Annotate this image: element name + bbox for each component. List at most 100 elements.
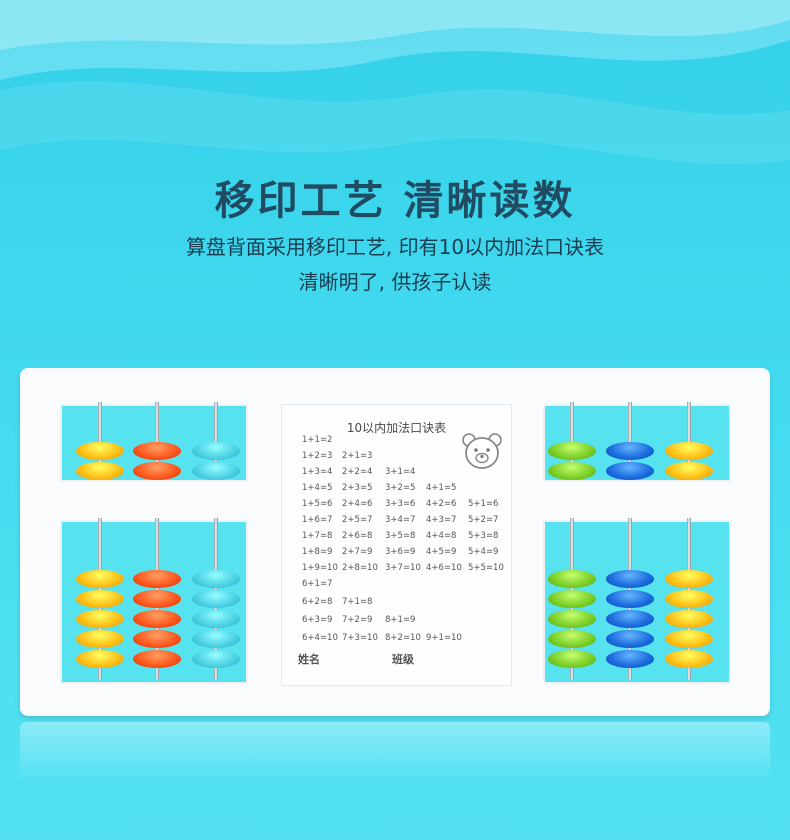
equation: 4+2=6 xyxy=(426,499,457,509)
equation: 5+4=9 xyxy=(468,547,499,557)
abacus-bead[interactable] xyxy=(192,570,240,588)
class-label: 班级 xyxy=(392,653,414,666)
equation: 5+3=8 xyxy=(468,531,499,541)
equation: 2+1=3 xyxy=(342,451,373,461)
abacus-bead[interactable] xyxy=(665,570,713,588)
abacus-rod xyxy=(570,402,574,478)
abacus-bead[interactable] xyxy=(76,610,124,628)
abacus-bead[interactable] xyxy=(133,630,181,648)
equation: 7+1=8 xyxy=(342,597,373,607)
equation: 6+4=10 xyxy=(302,633,338,643)
equation: 8+2=10 xyxy=(385,633,421,643)
equation: 3+7=10 xyxy=(385,563,421,573)
equation: 5+2=7 xyxy=(468,515,499,525)
equation: 2+4=6 xyxy=(342,499,373,509)
equation: 2+5=7 xyxy=(342,515,373,525)
reflection xyxy=(20,722,770,782)
equation: 6+3=9 xyxy=(302,615,333,625)
equation: 2+3=5 xyxy=(342,483,373,493)
abacus-bead[interactable] xyxy=(133,570,181,588)
abacus-bead[interactable] xyxy=(133,610,181,628)
equation: 3+1=4 xyxy=(385,467,416,477)
abacus-bead[interactable] xyxy=(606,462,654,480)
card-title: 10以内加法口诀表 xyxy=(346,421,447,435)
abacus-bead[interactable] xyxy=(548,610,596,628)
equation: 1+7=8 xyxy=(302,531,333,541)
equation: 1+2=3 xyxy=(302,451,333,461)
equation: 8+1=9 xyxy=(385,615,416,625)
abacus-rod xyxy=(214,402,218,478)
abacus-bead[interactable] xyxy=(548,650,596,668)
abacus-bead[interactable] xyxy=(606,610,654,628)
abacus-bead[interactable] xyxy=(606,590,654,608)
name-label: 姓名 xyxy=(298,653,320,666)
addition-table-card: 10以内加法口诀表 1+1=2 1+2=3 1+3=4 1+4=5 1+5=6 1+6=7… xyxy=(281,404,512,686)
subline-1: 算盘背面采用移印工艺, 印有10以内加法口诀表 xyxy=(185,235,605,259)
abacus-bead[interactable] xyxy=(76,650,124,668)
equation: 3+4=7 xyxy=(385,515,416,525)
abacus-bead[interactable] xyxy=(665,590,713,608)
equation: 1+9=10 xyxy=(302,563,338,573)
equation: 1+6=7 xyxy=(302,515,333,525)
wave-background xyxy=(0,0,790,165)
abacus-bead[interactable] xyxy=(192,442,240,460)
abacus-bead[interactable] xyxy=(548,462,596,480)
abacus-bead[interactable] xyxy=(665,650,713,668)
abacus-bead[interactable] xyxy=(192,650,240,668)
abacus-bead[interactable] xyxy=(606,650,654,668)
abacus-bead[interactable] xyxy=(548,630,596,648)
equation: 7+2=9 xyxy=(342,615,373,625)
abacus-bead[interactable] xyxy=(548,590,596,608)
abacus-bead[interactable] xyxy=(133,590,181,608)
abacus-bead[interactable] xyxy=(548,442,596,460)
equation: 6+2=8 xyxy=(302,597,333,607)
bear-icon xyxy=(462,433,502,469)
abacus-bead[interactable] xyxy=(665,442,713,460)
abacus-bead[interactable] xyxy=(76,462,124,480)
equation: 3+5=8 xyxy=(385,531,416,541)
equation: 1+5=6 xyxy=(302,499,333,509)
equation: 9+1=10 xyxy=(426,633,462,643)
abacus-bead[interactable] xyxy=(665,610,713,628)
subline-2: 清晰明了, 供孩子认读 xyxy=(298,270,492,294)
abacus-bead[interactable] xyxy=(192,610,240,628)
equation: 5+5=10 xyxy=(468,563,504,573)
equation: 3+2=5 xyxy=(385,483,416,493)
equation: 4+1=5 xyxy=(426,483,457,493)
abacus-bead[interactable] xyxy=(606,570,654,588)
abacus-bead[interactable] xyxy=(548,570,596,588)
abacus-bead[interactable] xyxy=(665,462,713,480)
abacus-bead[interactable] xyxy=(76,630,124,648)
equation: 4+5=9 xyxy=(426,547,457,557)
abacus-bead[interactable] xyxy=(76,590,124,608)
abacus-bead[interactable] xyxy=(665,630,713,648)
abacus-bead[interactable] xyxy=(76,570,124,588)
equation: 2+2=4 xyxy=(342,467,373,477)
abacus-rod xyxy=(98,402,102,478)
equation: 1+8=9 xyxy=(302,547,333,557)
abacus-bead[interactable] xyxy=(133,442,181,460)
equation: 2+7=9 xyxy=(342,547,373,557)
abacus-bead[interactable] xyxy=(192,630,240,648)
equation: 1+1=2 xyxy=(302,435,333,445)
abacus-bead[interactable] xyxy=(133,650,181,668)
equation: 7+3=10 xyxy=(342,633,378,643)
abacus-rod xyxy=(628,402,632,478)
abacus-bead[interactable] xyxy=(192,590,240,608)
equation: 1+4=5 xyxy=(302,483,333,493)
headline: 移印工艺 清晰读数 xyxy=(214,178,576,224)
equation: 4+3=7 xyxy=(426,515,457,525)
abacus-bead[interactable] xyxy=(76,442,124,460)
equation: 4+4=8 xyxy=(426,531,457,541)
abacus-bead[interactable] xyxy=(606,630,654,648)
equation: 2+8=10 xyxy=(342,563,378,573)
equation: 6+1=7 xyxy=(302,579,333,589)
abacus-bead[interactable] xyxy=(133,462,181,480)
equation: 1+3=4 xyxy=(302,467,333,477)
equation: 3+6=9 xyxy=(385,547,416,557)
abacus-rod xyxy=(155,402,159,478)
abacus-bead[interactable] xyxy=(606,442,654,460)
abacus-bead[interactable] xyxy=(192,462,240,480)
equation: 5+1=6 xyxy=(468,499,499,509)
abacus-rod xyxy=(687,402,691,478)
